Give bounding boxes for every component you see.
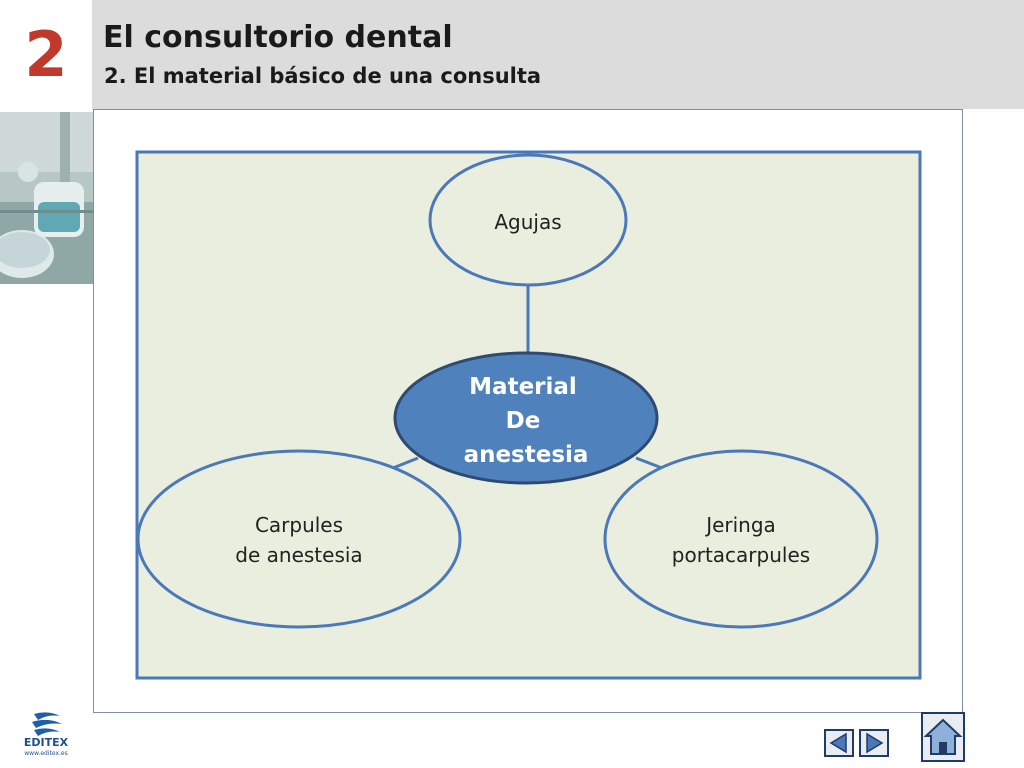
arrow-left-icon xyxy=(829,732,847,754)
connector-right xyxy=(635,456,663,470)
chapter-number: 2 xyxy=(24,18,68,91)
home-button[interactable] xyxy=(921,712,965,762)
home-icon xyxy=(923,718,963,755)
node-right-ellipse xyxy=(603,449,879,629)
node-center-label-2: De xyxy=(506,408,541,434)
page-subtitle: 2. El material básico de una consulta xyxy=(104,64,542,88)
node-left-label-2: de anestesia xyxy=(235,543,362,567)
logo-url: www.editex.es xyxy=(24,750,67,757)
node-left-ellipse xyxy=(136,449,462,629)
node-center-label-1: Material xyxy=(469,374,577,400)
logo-text: EDITEX xyxy=(24,736,69,749)
prev-slide-button[interactable] xyxy=(824,729,854,757)
node-top-ellipse xyxy=(428,153,628,287)
node-center-ellipse xyxy=(393,351,659,485)
node-right-label-1: Jeringa xyxy=(704,513,776,537)
node-center-label-3: anestesia xyxy=(464,442,589,468)
next-slide-button[interactable] xyxy=(859,729,889,757)
node-right-label-2: portacarpules xyxy=(672,543,810,567)
header-bar xyxy=(92,0,1024,109)
arrow-right-icon xyxy=(866,732,884,754)
logo-swoosh-icon xyxy=(34,712,60,720)
connector-left xyxy=(392,456,419,470)
node-left-label-1: Carpules xyxy=(255,513,343,537)
node-top-label: Agujas xyxy=(494,210,561,234)
page-title: El consultorio dental xyxy=(103,20,453,55)
dental-clinic-photo xyxy=(0,112,93,284)
editex-logo: EDITEX www.editex.es xyxy=(14,710,78,760)
